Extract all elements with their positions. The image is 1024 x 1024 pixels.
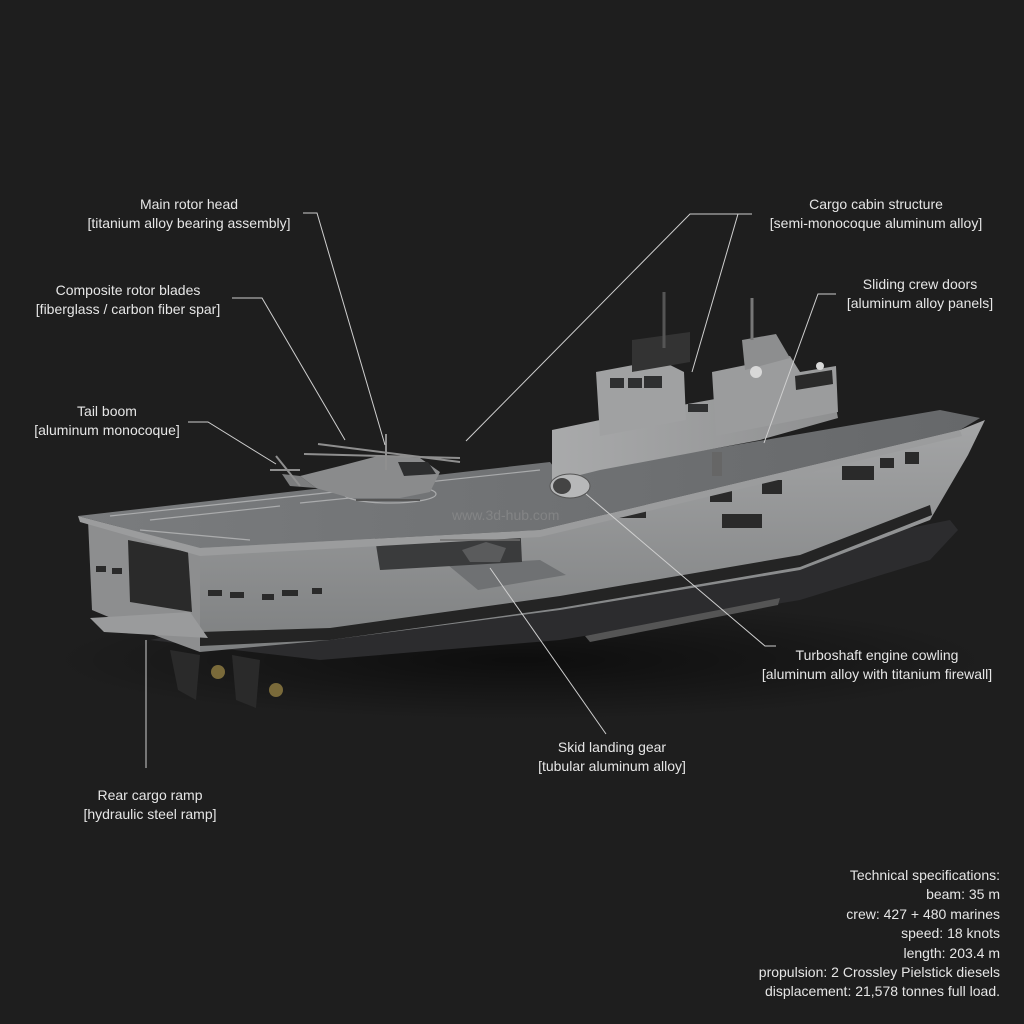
radar-dome-2 bbox=[816, 362, 824, 370]
spec-speed: speed: 18 knots bbox=[901, 925, 1000, 942]
spec-propulsion: propulsion: 2 Crossley Pielstick diesels bbox=[758, 964, 1000, 981]
callout-title: Skid landing gear bbox=[557, 739, 667, 755]
leader-skid-landing-gear bbox=[489, 567, 607, 735]
bilge-keel bbox=[585, 598, 780, 642]
callout-turboshaft-engine-cowling: Turboshaft engine cowling [aluminum allo… bbox=[762, 646, 992, 684]
callout-tail-boom: Tail boom [aluminum monocoque] bbox=[34, 402, 180, 440]
skeg bbox=[170, 650, 200, 700]
watermark: www.3d-hub.com bbox=[451, 507, 559, 523]
leader-turboshaft bbox=[585, 493, 776, 647]
technical-specifications: Technical specifications: beam: 35 m cre… bbox=[759, 866, 1000, 1002]
engine-intake-throat bbox=[553, 478, 571, 494]
callout-composite-rotor-blades: Composite rotor blades [fiberglass / car… bbox=[36, 281, 220, 319]
stern-ramp bbox=[90, 612, 208, 638]
callout-material: [fiberglass / carbon fiber spar] bbox=[35, 301, 221, 317]
callout-skid-landing-gear: Skid landing gear [tubular aluminum allo… bbox=[538, 738, 686, 776]
well-deck-opening-left bbox=[128, 540, 192, 612]
callout-material: [semi-monocoque aluminum alloy] bbox=[769, 215, 983, 231]
callout-main-rotor-head: Main rotor head [titanium alloy bearing … bbox=[87, 195, 290, 233]
skeg-2 bbox=[232, 655, 260, 708]
side-elevator bbox=[448, 560, 566, 590]
funnel-top bbox=[632, 332, 690, 372]
propeller-left bbox=[211, 665, 225, 679]
callout-sliding-crew-doors: Sliding crew doors [aluminum alloy panel… bbox=[847, 275, 993, 313]
callout-material: [hydraulic steel ramp] bbox=[83, 806, 217, 822]
callout-material: [aluminum alloy with titanium firewall] bbox=[761, 666, 993, 682]
spec-crew: crew: 427 + 480 marines bbox=[846, 905, 1000, 922]
leader-cargo-cabin-2 bbox=[691, 213, 752, 373]
bridge-windows bbox=[795, 370, 833, 390]
callout-material: [titanium alloy bearing assembly] bbox=[87, 215, 291, 231]
callout-material: [aluminum alloy panels] bbox=[846, 295, 994, 311]
island-windows bbox=[610, 376, 708, 412]
leader-tail-boom bbox=[188, 421, 277, 465]
island-door bbox=[712, 452, 722, 476]
flight-deck bbox=[78, 410, 980, 548]
leader-lines bbox=[145, 212, 836, 768]
spec-displacement: displacement: 21,578 tonnes full load. bbox=[764, 983, 1000, 1000]
callout-material: [tubular aluminum alloy] bbox=[538, 758, 686, 774]
leader-sliding-crew-doors bbox=[763, 293, 836, 444]
leader-composite-rotor-blades bbox=[232, 297, 346, 441]
callout-title: Main rotor head bbox=[139, 196, 239, 212]
spec-beam: beam: 35 m bbox=[926, 886, 1000, 903]
leader-cargo-cabin-1 bbox=[465, 213, 752, 442]
callout-title: Cargo cabin structure bbox=[809, 196, 943, 212]
specs-heading: Technical specifications: bbox=[849, 867, 1000, 883]
callout-title: Tail boom bbox=[77, 403, 137, 419]
callout-rear-cargo-ramp: Rear cargo ramp [hydraulic steel ramp] bbox=[83, 786, 216, 824]
callout-title: Composite rotor blades bbox=[55, 282, 201, 298]
callout-material: [aluminum monocoque] bbox=[34, 422, 180, 438]
deck-edge bbox=[78, 430, 962, 556]
callout-title: Turboshaft engine cowling bbox=[795, 647, 959, 663]
propeller-right bbox=[269, 683, 283, 697]
helicopter bbox=[270, 434, 461, 501]
small-helicopter bbox=[440, 539, 520, 562]
callout-title: Rear cargo ramp bbox=[97, 787, 203, 803]
radar-dome bbox=[750, 366, 762, 378]
leader-main-rotor-head bbox=[303, 212, 386, 446]
main-hull-side bbox=[200, 420, 985, 652]
mast-stack bbox=[742, 334, 790, 370]
callout-title: Sliding crew doors bbox=[862, 276, 978, 292]
spec-length: length: 203.4 m bbox=[903, 944, 1000, 961]
callout-cargo-cabin-structure: Cargo cabin structure [semi-monocoque al… bbox=[770, 195, 982, 233]
waterline-stripe bbox=[200, 505, 932, 646]
